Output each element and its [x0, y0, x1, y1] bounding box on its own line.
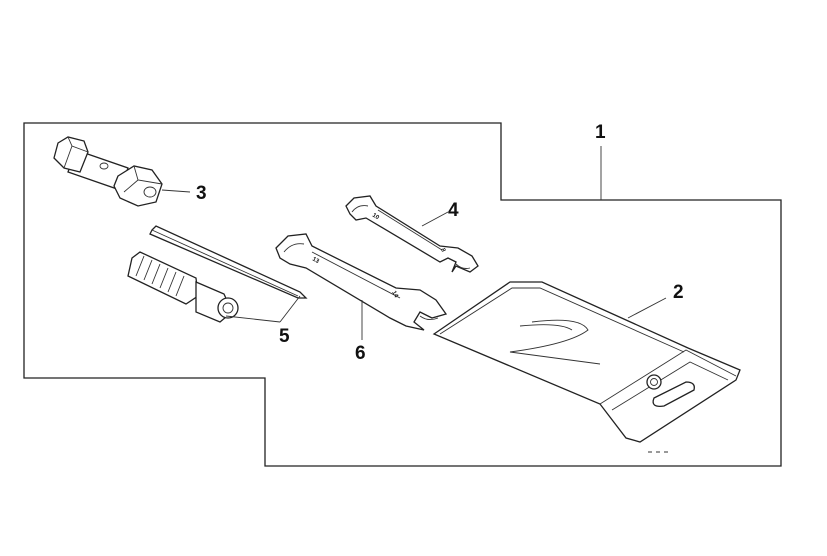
wrench-small: 10 8	[345, 195, 479, 273]
leader-lines	[161, 146, 667, 340]
tool-kit-boundary	[23, 122, 782, 467]
callout-3: 3	[196, 183, 207, 204]
plug-socket-wrench	[53, 136, 163, 207]
wrench-large-size-a: 13	[311, 256, 320, 265]
wrench-large-size-b: 14	[390, 290, 399, 299]
screwdriver	[127, 225, 308, 323]
callout-4: 4	[448, 200, 459, 221]
tool-bag	[432, 281, 741, 453]
wrench-large: 13 14	[275, 233, 448, 331]
callout-1: 1	[595, 122, 606, 143]
callout-5: 5	[279, 326, 290, 347]
callout-2: 2	[673, 282, 684, 303]
wrench-small-size-a: 10	[371, 213, 380, 222]
wrench-small-size-b: 8	[439, 248, 446, 254]
callout-6: 6	[355, 343, 366, 364]
